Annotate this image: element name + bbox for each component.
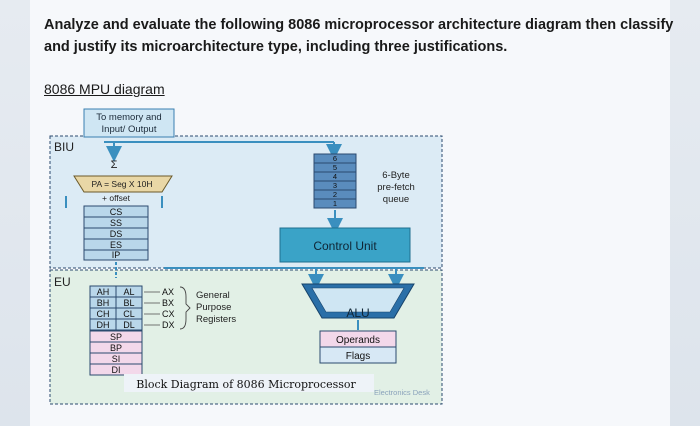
- reg-sp: SP: [110, 332, 122, 342]
- queue-label-2: pre-fetch: [377, 182, 415, 193]
- reg-ch: CH: [97, 309, 110, 319]
- queue-label-1: 6-Byte: [382, 170, 409, 181]
- alu-label: ALU: [346, 306, 369, 320]
- watermark: Electronics Desk: [374, 388, 430, 397]
- queue-label-3: queue: [383, 194, 409, 205]
- flags-label: Flags: [346, 351, 370, 362]
- reg-ax: AX: [162, 287, 174, 297]
- reg-dl: DL: [123, 320, 135, 330]
- question-text: Analyze and evaluate the following 8086 …: [44, 14, 674, 58]
- reg-ah: AH: [97, 287, 110, 297]
- reg-bx: BX: [162, 298, 174, 308]
- queue-slot-6: 6: [333, 154, 337, 163]
- question-line-1: Analyze and evaluate the following 8086 …: [44, 17, 674, 33]
- pointer-index-registers: SP BP SI DI: [89, 330, 143, 376]
- address-adder: [73, 175, 173, 193]
- reg-bl: BL: [123, 298, 134, 308]
- prefetch-queue: 6 5 4 3 2 1: [313, 153, 357, 209]
- question-line-2: and justify its microarchitecture type, …: [44, 39, 508, 55]
- block-diagram-8086: BIU EU To memory and Input/ Output Σ PA …: [44, 106, 644, 406]
- reg-di: DI: [112, 365, 121, 375]
- eu-label: EU: [54, 275, 71, 289]
- reg-ds: DS: [110, 229, 123, 239]
- reg-cl: CL: [123, 309, 135, 319]
- pa-formula: PA = Seg X 10H: [91, 179, 152, 189]
- gp-label-1: General: [196, 290, 230, 301]
- control-unit: [279, 227, 411, 263]
- reg-si: SI: [112, 354, 121, 364]
- segment-registers: CS SS DS ES IP: [83, 205, 149, 261]
- reg-ip: IP: [112, 250, 121, 260]
- queue-slot-3: 3: [333, 181, 337, 190]
- control-unit-label: Control Unit: [313, 239, 377, 253]
- queue-slot-4: 4: [333, 172, 337, 181]
- reg-cs: CS: [110, 207, 123, 217]
- queue-slot-1: 1: [333, 199, 337, 208]
- operands-label: Operands: [336, 335, 380, 346]
- diagram-caption: Block Diagram of 8086 Microprocessor: [136, 378, 356, 391]
- diagram-title: 8086 MPU diagram: [44, 81, 165, 97]
- gp-label-2: Purpose: [196, 302, 231, 313]
- reg-al: AL: [123, 287, 134, 297]
- memory-io-box: [83, 108, 175, 138]
- reg-dh: DH: [97, 320, 110, 330]
- reg-bp: BP: [110, 343, 122, 353]
- reg-es: ES: [110, 240, 122, 250]
- queue-slot-5: 5: [333, 163, 337, 172]
- reg-cx: CX: [162, 309, 175, 319]
- reg-dx: DX: [162, 320, 175, 330]
- biu-label: BIU: [54, 140, 74, 154]
- queue-slot-2: 2: [333, 190, 337, 199]
- io-box-line-1: To memory and: [96, 112, 161, 123]
- reg-ss: SS: [110, 218, 122, 228]
- general-registers: AH AL BH BL CH CL DH DL: [89, 285, 143, 331]
- gp-label-3: Registers: [196, 314, 236, 325]
- flags-box: [319, 346, 397, 364]
- offset-label: + offset: [102, 193, 131, 203]
- sigma-symbol: Σ: [111, 159, 118, 171]
- io-box-line-2: Input/ Output: [102, 124, 157, 135]
- reg-bh: BH: [97, 298, 110, 308]
